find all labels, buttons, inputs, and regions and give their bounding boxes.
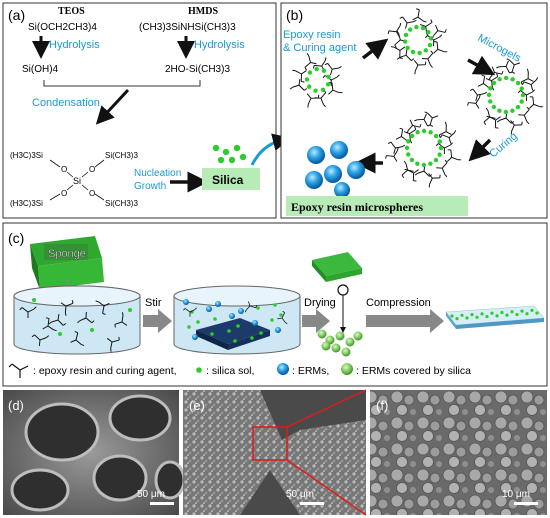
arrow-b2: [467, 55, 496, 76]
arrow-b3: [468, 138, 492, 162]
stir-label: Stir: [145, 297, 162, 309]
panel-c-label: (c): [8, 230, 24, 246]
silica-particles: [212, 144, 247, 164]
panel-a: (a) TEOS Si(OCH2CH3)4 HMDS (CH3)3SiNHSi(…: [2, 2, 291, 219]
struct-o3: O: [61, 189, 67, 198]
stir-arrow: [143, 309, 172, 333]
compressed-film: [445, 305, 545, 329]
microspheres-label: Epoxy resin microspheres: [291, 200, 423, 214]
microspheres-box: [286, 196, 468, 216]
panel-f-label: (f): [376, 398, 388, 413]
scale-f-bar: [514, 502, 538, 505]
drying-arrow: [302, 309, 330, 333]
panel-a-label: (a): [8, 7, 25, 23]
arrow-b1: [361, 38, 389, 60]
scale-d-label: 50 μm: [137, 489, 165, 500]
arrow-condensation: [95, 88, 130, 125]
merge-bracket: [43, 80, 201, 87]
sem-d-pores: [10, 394, 186, 512]
legend-erm-silica-icon: [341, 363, 353, 375]
legend-erm-silica-text: : ERMs covered by silica: [356, 365, 471, 377]
struct-o4: O: [89, 189, 95, 198]
silica-box: [202, 168, 260, 190]
struct-center: Si: [73, 176, 81, 186]
growth-label: Growth: [134, 181, 166, 192]
panel-b: (b) Epoxy resin & Curing agent Microgels…: [280, 2, 548, 219]
panel-b-frame: [280, 2, 548, 219]
panel-c: (c) Sponge Stir Drying: [2, 222, 548, 387]
legend-erm-icon: [277, 363, 289, 375]
curved-arrow-to-b: [250, 133, 291, 166]
sponge-block: [30, 236, 104, 290]
struct-o1: O: [61, 165, 67, 174]
legend-epoxy-icon: [8, 363, 29, 378]
scale-e-bar: [300, 502, 324, 505]
beaker-2-particles: [183, 299, 288, 343]
epoxy-label-1: Epoxy resin: [283, 29, 340, 41]
hmds-title: HMDS: [188, 6, 218, 17]
legend-sol-text: : silica sol,: [206, 365, 254, 377]
compression-label: Compression: [366, 297, 431, 309]
panel-d-label: (d): [8, 398, 24, 413]
teos-title: TEOS: [58, 6, 85, 17]
dried-sponge: [312, 252, 362, 282]
silica-label: Silica: [212, 173, 244, 187]
epoxy-networks: [289, 8, 544, 188]
hydrolysis-left-label: Hydrolysis: [49, 39, 100, 51]
legend-sol-icon: [196, 367, 202, 373]
drying-label: Drying: [304, 297, 336, 309]
beaker-2: [173, 285, 301, 355]
struct-tr: Si(CH3)3: [105, 151, 138, 160]
panel-d-sem: (d) 50 μm: [3, 390, 186, 515]
struct-tl: (H3C)3Si: [10, 151, 43, 160]
legend-erm-text: : ERMs,: [292, 365, 329, 377]
scale-e-label: 50 μm: [286, 489, 314, 500]
zoom-line-top: [286, 389, 367, 428]
compression-arrow: [366, 309, 444, 333]
product-right: 2HO-Si(CH3)3: [165, 64, 230, 75]
struct-br: Si(CH3)3: [105, 199, 138, 208]
zoom-line-bottom: [286, 459, 367, 516]
beaker-1-epoxy: [19, 298, 132, 352]
silica-structure: (H3C)3Si Si(CH3)3 (H3C)3Si Si(CH3)3 Si O…: [10, 151, 138, 208]
zoom-box: [252, 426, 288, 461]
panel-e-sem: (e) 50 μm: [183, 389, 367, 516]
panel-b-label: (b): [286, 7, 303, 23]
panel-f-sem: (f) 10 μm: [370, 390, 547, 515]
hydrolysis-right-label: Hydrolysis: [194, 39, 245, 51]
scale-d-bar: [150, 502, 174, 505]
hmds-formula: (CH3)3SiNHSi(CH3)3: [139, 22, 236, 33]
sponge-label: Sponge: [48, 248, 86, 260]
beaker-1: [13, 285, 141, 355]
scale-f-label: 10 μm: [502, 489, 530, 500]
condensation-label: Condensation: [32, 97, 100, 109]
blue-microspheres: [305, 141, 365, 198]
epoxy-label-2: & Curing agent: [283, 42, 356, 54]
struct-o2: O: [89, 165, 95, 174]
struct-bl: (H3C)3Si: [10, 199, 43, 208]
nucleation-label: Nucleation: [134, 168, 181, 179]
zoomed-erm-cluster: [317, 329, 363, 357]
teos-formula: Si(OCH2CH3)4: [28, 22, 97, 33]
legend-epoxy-text: : epoxy resin and curing agent,: [33, 365, 177, 377]
panel-e-label: (e): [189, 398, 205, 413]
sem-f-image: [370, 390, 547, 515]
legend-row: : epoxy resin and curing agent, : silica…: [8, 363, 471, 378]
product-left: Si(OH)4: [22, 64, 59, 75]
